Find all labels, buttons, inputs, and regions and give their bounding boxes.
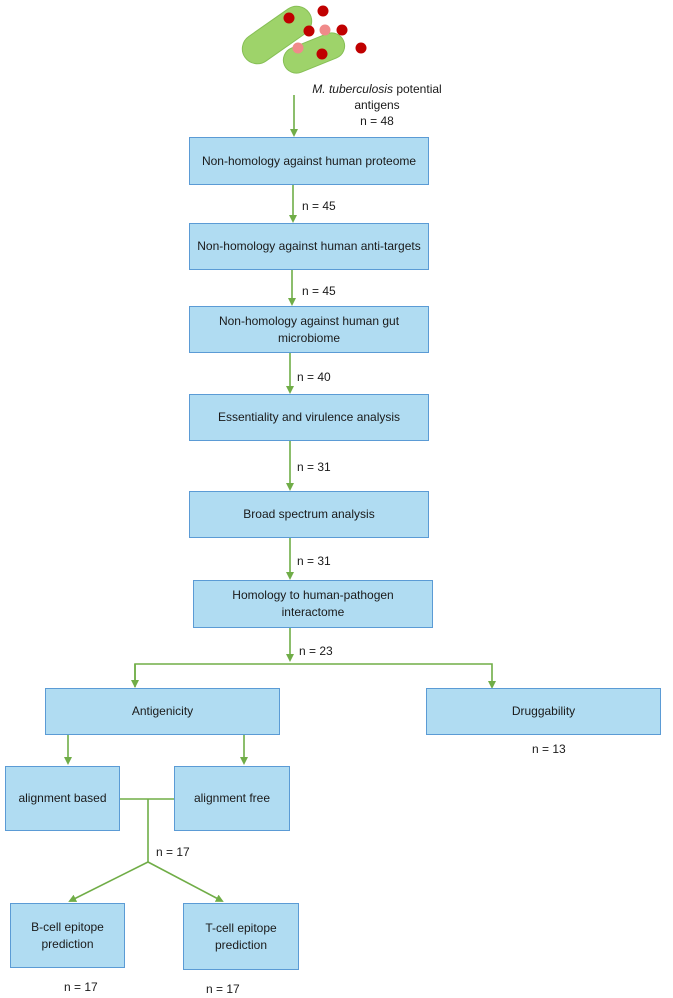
alignment-free-box: alignment free <box>174 766 290 831</box>
count-bcell: n = 17 <box>64 980 98 994</box>
antigenicity-box: Antigenicity <box>45 688 280 735</box>
count-druggability: n = 13 <box>532 742 566 756</box>
alignment-based-box: alignment based <box>5 766 120 831</box>
arrow-to-bcell <box>68 861 149 902</box>
species-name: M. tuberculosis <box>312 82 393 96</box>
step-human-pathogen-interactome: Homology to human-pathogen interactome <box>193 580 433 628</box>
step-broad-spectrum: Broad spectrum analysis <box>189 491 429 538</box>
count-after-broad: n = 31 <box>297 554 331 568</box>
count-after-alignment: n = 17 <box>156 845 190 859</box>
source-label: M. tuberculosis potential antigens n = 4… <box>312 81 442 129</box>
step-nonhomology-antitargets: Non-homology against human anti-targets <box>189 223 429 270</box>
count-after-proteome: n = 45 <box>302 199 336 213</box>
source-text: potential antigens <box>354 82 442 112</box>
count-after-essentiality: n = 31 <box>297 460 331 474</box>
bacteria-icon <box>241 5 367 74</box>
step-nonhomology-proteome: Non-homology against human proteome <box>189 137 429 185</box>
count-tcell: n = 17 <box>206 982 240 996</box>
count-after-interactome: n = 23 <box>299 644 333 658</box>
arrow-to-tcell <box>147 861 224 902</box>
step-nonhomology-microbiome: Non-homology against human gut microbiom… <box>189 306 429 353</box>
bcell-epitope-box: B-cell epitope prediction <box>10 903 125 968</box>
source-count: n = 48 <box>360 114 394 128</box>
branch-line <box>134 663 496 689</box>
tcell-epitope-box: T-cell epitope prediction <box>183 903 299 970</box>
step-essentiality-virulence: Essentiality and virulence analysis <box>189 394 429 441</box>
count-after-antitargets: n = 45 <box>302 284 336 298</box>
count-after-microbiome: n = 40 <box>297 370 331 384</box>
druggability-box: Druggability <box>426 688 661 735</box>
